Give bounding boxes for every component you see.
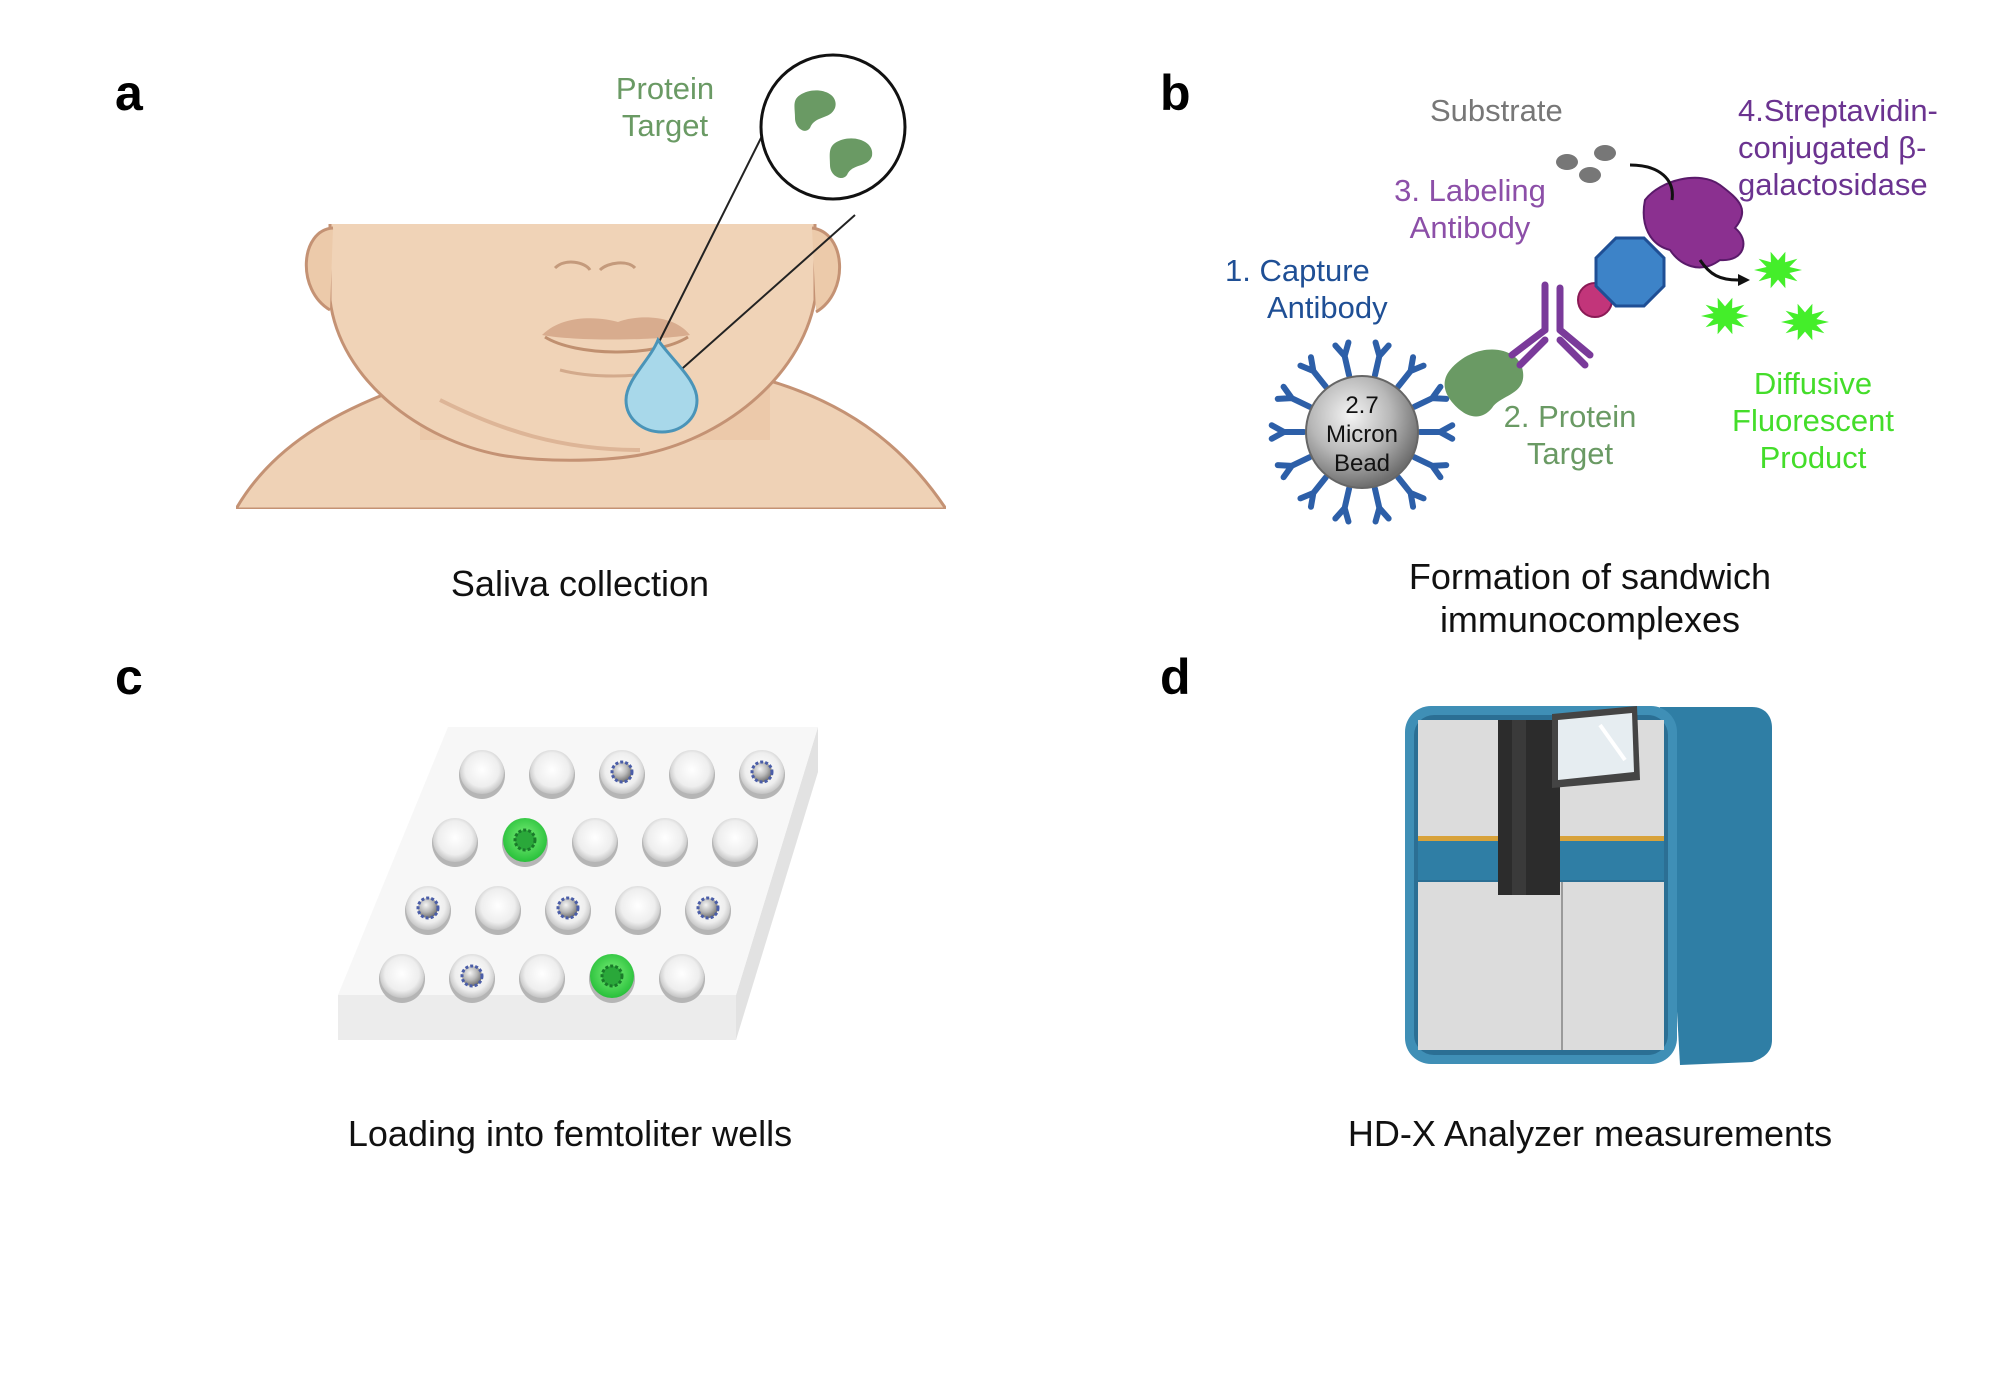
well-bead bbox=[460, 964, 484, 988]
product-line-2: Fluorescent bbox=[1732, 403, 1894, 439]
femtoliter-well bbox=[670, 750, 714, 794]
capture-line-1: 1. Capture bbox=[1225, 253, 1370, 288]
capture-antibody-label: 1. Capture Antibody bbox=[1225, 252, 1388, 326]
capture-line-2: Antibody bbox=[1267, 290, 1388, 326]
panel-b-letter: b bbox=[1160, 65, 1191, 121]
panel-a-caption: Saliva collection bbox=[450, 563, 710, 604]
femtoliter-well bbox=[433, 818, 477, 862]
capture-antibody bbox=[1395, 354, 1427, 390]
fluorescent-product-label: Diffusive Fluorescent Product bbox=[1718, 365, 1908, 477]
substrate-dot bbox=[1579, 167, 1601, 183]
panel-d-caption: HD-X Analyzer measurements bbox=[1347, 1113, 1833, 1154]
protein-target-blob bbox=[829, 138, 873, 179]
femtoliter-well bbox=[476, 886, 520, 930]
femtoliter-well bbox=[573, 818, 617, 862]
capture-antibody bbox=[1297, 354, 1329, 390]
femtoliter-well bbox=[530, 750, 574, 794]
femtoliter-well bbox=[660, 954, 704, 998]
capture-antibody bbox=[1297, 474, 1329, 510]
fluorescent-product-bursts bbox=[1701, 251, 1829, 341]
capture-antibody bbox=[1332, 485, 1353, 525]
labeling-line-1: 3. Labeling bbox=[1394, 173, 1546, 208]
streptavidin-line-3: galactosidase bbox=[1738, 167, 1928, 203]
streptavidin-label: 4.Streptavidin- conjugated β- galactosid… bbox=[1738, 92, 1938, 204]
bead-line-2: Micron bbox=[1325, 420, 1398, 448]
fluorescent-burst bbox=[1701, 297, 1749, 335]
product-line-3: Product bbox=[1759, 440, 1867, 476]
capture-antibody bbox=[1268, 422, 1307, 442]
capture-antibody bbox=[1411, 454, 1450, 481]
capture-antibody bbox=[1332, 339, 1353, 379]
femtoliter-well bbox=[713, 818, 757, 862]
panel-b-caption: Formation of sandwich immunocomplexes bbox=[1330, 555, 1850, 641]
capture-antibody bbox=[1395, 474, 1427, 510]
protein-inset-circle bbox=[759, 53, 907, 201]
labeling-line-2: Antibody bbox=[1409, 210, 1531, 246]
beta-galactosidase-enzyme bbox=[1642, 176, 1745, 269]
well-bead bbox=[696, 896, 720, 920]
panel-c-caption: Loading into femtoliter wells bbox=[347, 1113, 793, 1154]
substrate-label: Substrate bbox=[1430, 93, 1563, 128]
capture-antibody bbox=[1371, 339, 1392, 379]
well-bead bbox=[556, 896, 580, 920]
femtoliter-well bbox=[380, 954, 424, 998]
well-bead bbox=[416, 896, 440, 920]
streptavidin bbox=[1594, 236, 1666, 308]
product-line-1: Diffusive bbox=[1753, 366, 1873, 401]
micron-bead bbox=[1305, 375, 1419, 489]
analyzer-dark-column bbox=[1498, 720, 1560, 895]
well-bead bbox=[750, 760, 774, 784]
protein-target-inset-label: Protein Target bbox=[600, 70, 730, 144]
caption-b-line-1: Formation of sandwich bbox=[1408, 556, 1772, 597]
capture-antibody bbox=[1411, 383, 1450, 410]
bead-line-3: Bead bbox=[1333, 449, 1391, 477]
well-bead bbox=[600, 964, 624, 988]
substrate-dot bbox=[1556, 154, 1578, 170]
capture-antibody bbox=[1274, 454, 1313, 481]
streptavidin-line-2: conjugated β- bbox=[1738, 130, 1927, 166]
femtoliter-well bbox=[643, 818, 687, 862]
protein-target-label: 2. Protein Target bbox=[1495, 398, 1645, 472]
protein-target-shape bbox=[1444, 349, 1524, 417]
femtoliter-well bbox=[520, 954, 564, 998]
labeling-antibody-label: 3. Labeling Antibody bbox=[1380, 172, 1560, 246]
target-label-line: Target bbox=[621, 108, 709, 144]
protein-line-2: Target bbox=[1526, 436, 1614, 472]
panel-c-letter: c bbox=[115, 649, 143, 705]
fluorescent-burst bbox=[1781, 303, 1829, 341]
protein-target-blob bbox=[794, 90, 836, 131]
panel-a-letter: a bbox=[115, 65, 143, 121]
bead-label: 2.7 Micron Bead bbox=[1312, 392, 1412, 478]
labeling-antibody bbox=[1508, 281, 1594, 369]
panel-d-letter: d bbox=[1160, 649, 1191, 705]
well-bead bbox=[513, 828, 537, 852]
capture-antibody bbox=[1417, 422, 1456, 442]
saliva-drop bbox=[624, 336, 699, 434]
protein-label-line: Protein bbox=[615, 71, 715, 106]
femtoliter-well bbox=[460, 750, 504, 794]
streptavidin-line-1: 4.Streptavidin- bbox=[1738, 93, 1938, 128]
femtoliter-well bbox=[616, 886, 660, 930]
capture-antibody bbox=[1274, 383, 1313, 410]
protein-line-1: 2. Protein bbox=[1503, 399, 1637, 434]
capture-antibody bbox=[1371, 485, 1392, 525]
bead-line-1: 2.7 bbox=[1345, 392, 1379, 419]
caption-b-line-2: immunocomplexes bbox=[1439, 599, 1741, 641]
well-bead bbox=[610, 760, 634, 784]
fluorescent-burst bbox=[1754, 251, 1802, 289]
substrate-dot bbox=[1594, 145, 1616, 161]
